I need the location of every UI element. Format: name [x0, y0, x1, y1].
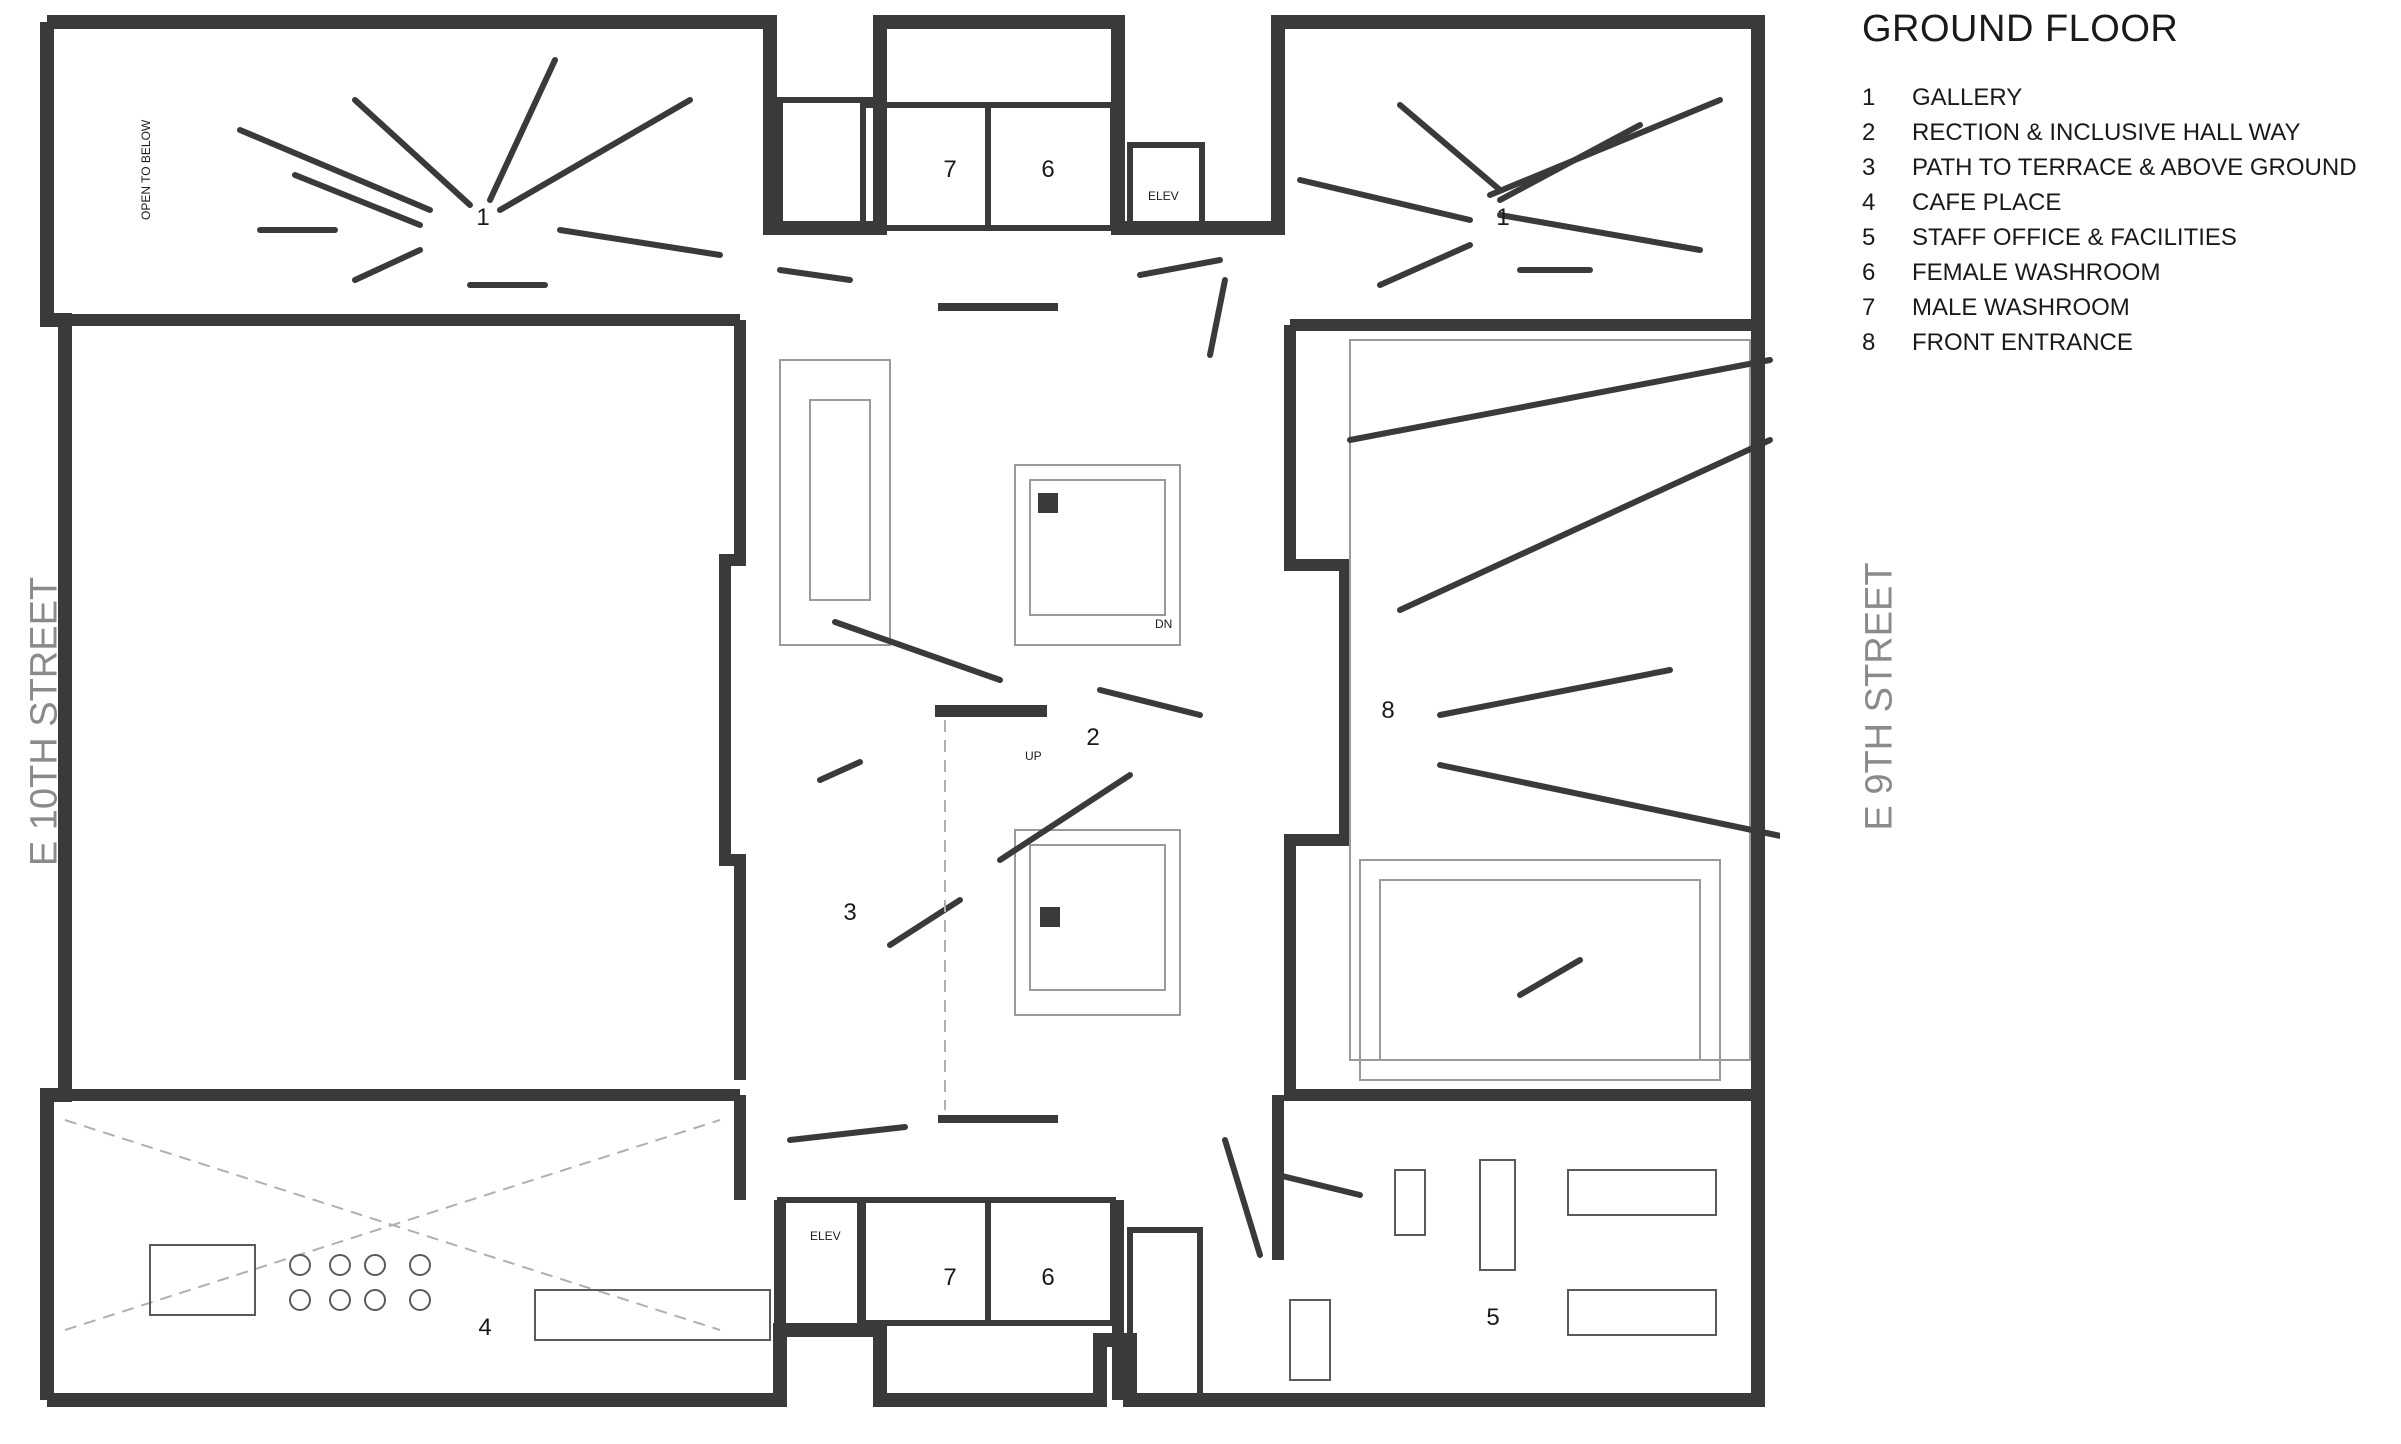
room-label-cafe: 4 [478, 1314, 491, 1341]
legend-label: FEMALE WASHROOM [1912, 258, 2161, 286]
legend: 1 GALLERY 2 RECTION & INCLUSIVE HALL WAY 3… [1862, 80, 2357, 360]
elevator-label-top: ELEV [1148, 189, 1179, 203]
elevator-label-bottom: ELEV [810, 1229, 841, 1243]
legend-item: 6 FEMALE WASHROOM [1862, 255, 2357, 290]
legend-label: MALE WASHROOM [1912, 293, 2130, 321]
display-walls [237, 57, 1780, 1258]
room-label-male-wc-top: 7 [943, 156, 956, 183]
washroom-partitions [777, 97, 1205, 1403]
legend-item: 2 RECTION & INCLUSIVE HALL WAY [1862, 115, 2357, 150]
legend-item: 8 FRONT ENTRANCE [1862, 325, 2357, 360]
cafe-tables [149, 1244, 771, 1341]
legend-label: GALLERY [1912, 83, 2023, 111]
legend-number: 8 [1862, 328, 1876, 356]
legend-item: 4 CAFE PLACE [1862, 185, 2357, 220]
legend-item: 3 PATH TO TERRACE & ABOVE GROUND [1862, 150, 2357, 185]
legend-number: 5 [1862, 223, 1876, 251]
legend-label: FRONT ENTRANCE [1912, 328, 2133, 356]
page-title: GROUND FLOOR [1862, 8, 2179, 50]
stair-dn-label: DN [1155, 617, 1172, 631]
room-label-male-wc-bottom: 7 [943, 1264, 956, 1291]
legend-number: 4 [1862, 188, 1876, 216]
street-label-e9th: E 9TH STREET [1858, 562, 1901, 831]
room-label-gallery-right: 1 [1496, 204, 1509, 231]
legend-item: 7 MALE WASHROOM [1862, 290, 2357, 325]
stair-up-label: UP [1025, 749, 1042, 763]
legend-number: 2 [1862, 118, 1876, 146]
legend-label: STAFF OFFICE & FACILITIES [1912, 223, 2237, 251]
legend-number: 7 [1862, 293, 1876, 321]
legend-label: RECTION & INCLUSIVE HALL WAY [1912, 118, 2301, 146]
legend-number: 3 [1862, 153, 1876, 181]
room-label-staff-office: 5 [1486, 1304, 1499, 1331]
office-desks [1289, 1159, 1717, 1381]
stairs [779, 339, 1751, 1081]
room-label-female-wc-bottom: 6 [1041, 1264, 1054, 1291]
columns [935, 303, 1060, 1123]
floor-plan: 1 1 2 3 4 5 7 6 7 6 8 ELEV ELEV UP DN OP… [40, 15, 1780, 1407]
ceiling-guides [64, 720, 946, 1331]
legend-number: 6 [1862, 258, 1876, 286]
room-label-gallery-left: 1 [476, 204, 489, 231]
room-label-reception: 2 [1086, 724, 1099, 751]
room-label-front-entrance: 8 [1381, 697, 1394, 724]
room-label-path-terrace: 3 [843, 899, 856, 926]
open-to-below-label: OPEN TO BELOW [139, 119, 153, 220]
legend-item: 1 GALLERY [1862, 80, 2357, 115]
legend-item: 5 STAFF OFFICE & FACILITIES [1862, 220, 2357, 255]
legend-label: PATH TO TERRACE & ABOVE GROUND [1912, 153, 2357, 181]
legend-label: CAFE PLACE [1912, 188, 2062, 216]
room-label-female-wc-top: 6 [1041, 156, 1054, 183]
legend-number: 1 [1862, 83, 1876, 111]
